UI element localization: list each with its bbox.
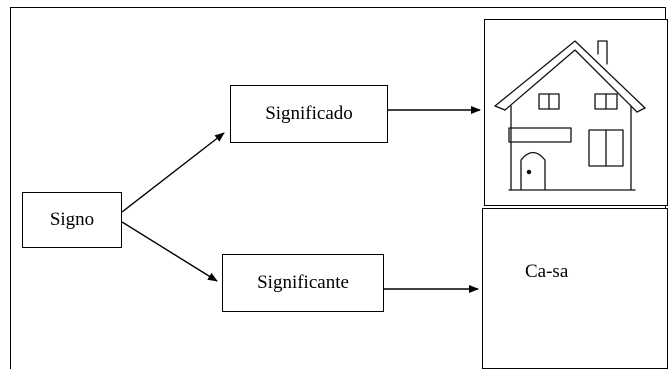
signo-node: Signo [22, 192, 122, 248]
word-text: Ca-sa [525, 261, 569, 282]
word-panel: Ca-sa [482, 208, 668, 369]
signo-label: Signo [49, 209, 95, 230]
image-panel [484, 19, 668, 206]
significado-label: Significado [265, 103, 353, 124]
significante-label: Significante [257, 272, 349, 293]
arrow-signo-to-significado [121, 132, 225, 213]
significado-node: Significado [230, 85, 388, 143]
significante-node: Significante [222, 254, 384, 312]
house-icon [494, 40, 646, 191]
arrow-signo-to-significante [121, 221, 218, 282]
